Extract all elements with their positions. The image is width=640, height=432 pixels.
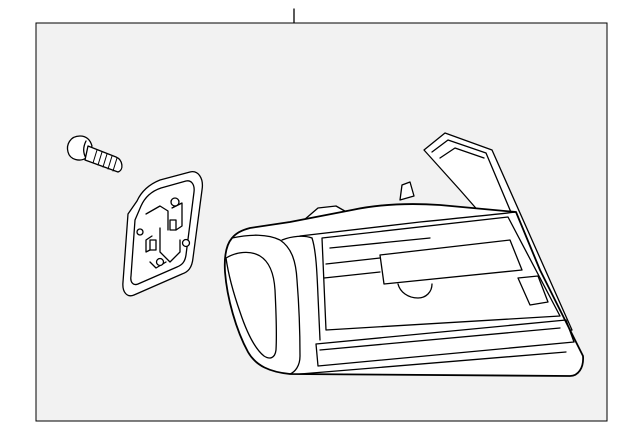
screw xyxy=(66,135,123,173)
bulb-socket-plate xyxy=(122,171,204,297)
tail-lamp-assembly xyxy=(223,132,584,377)
